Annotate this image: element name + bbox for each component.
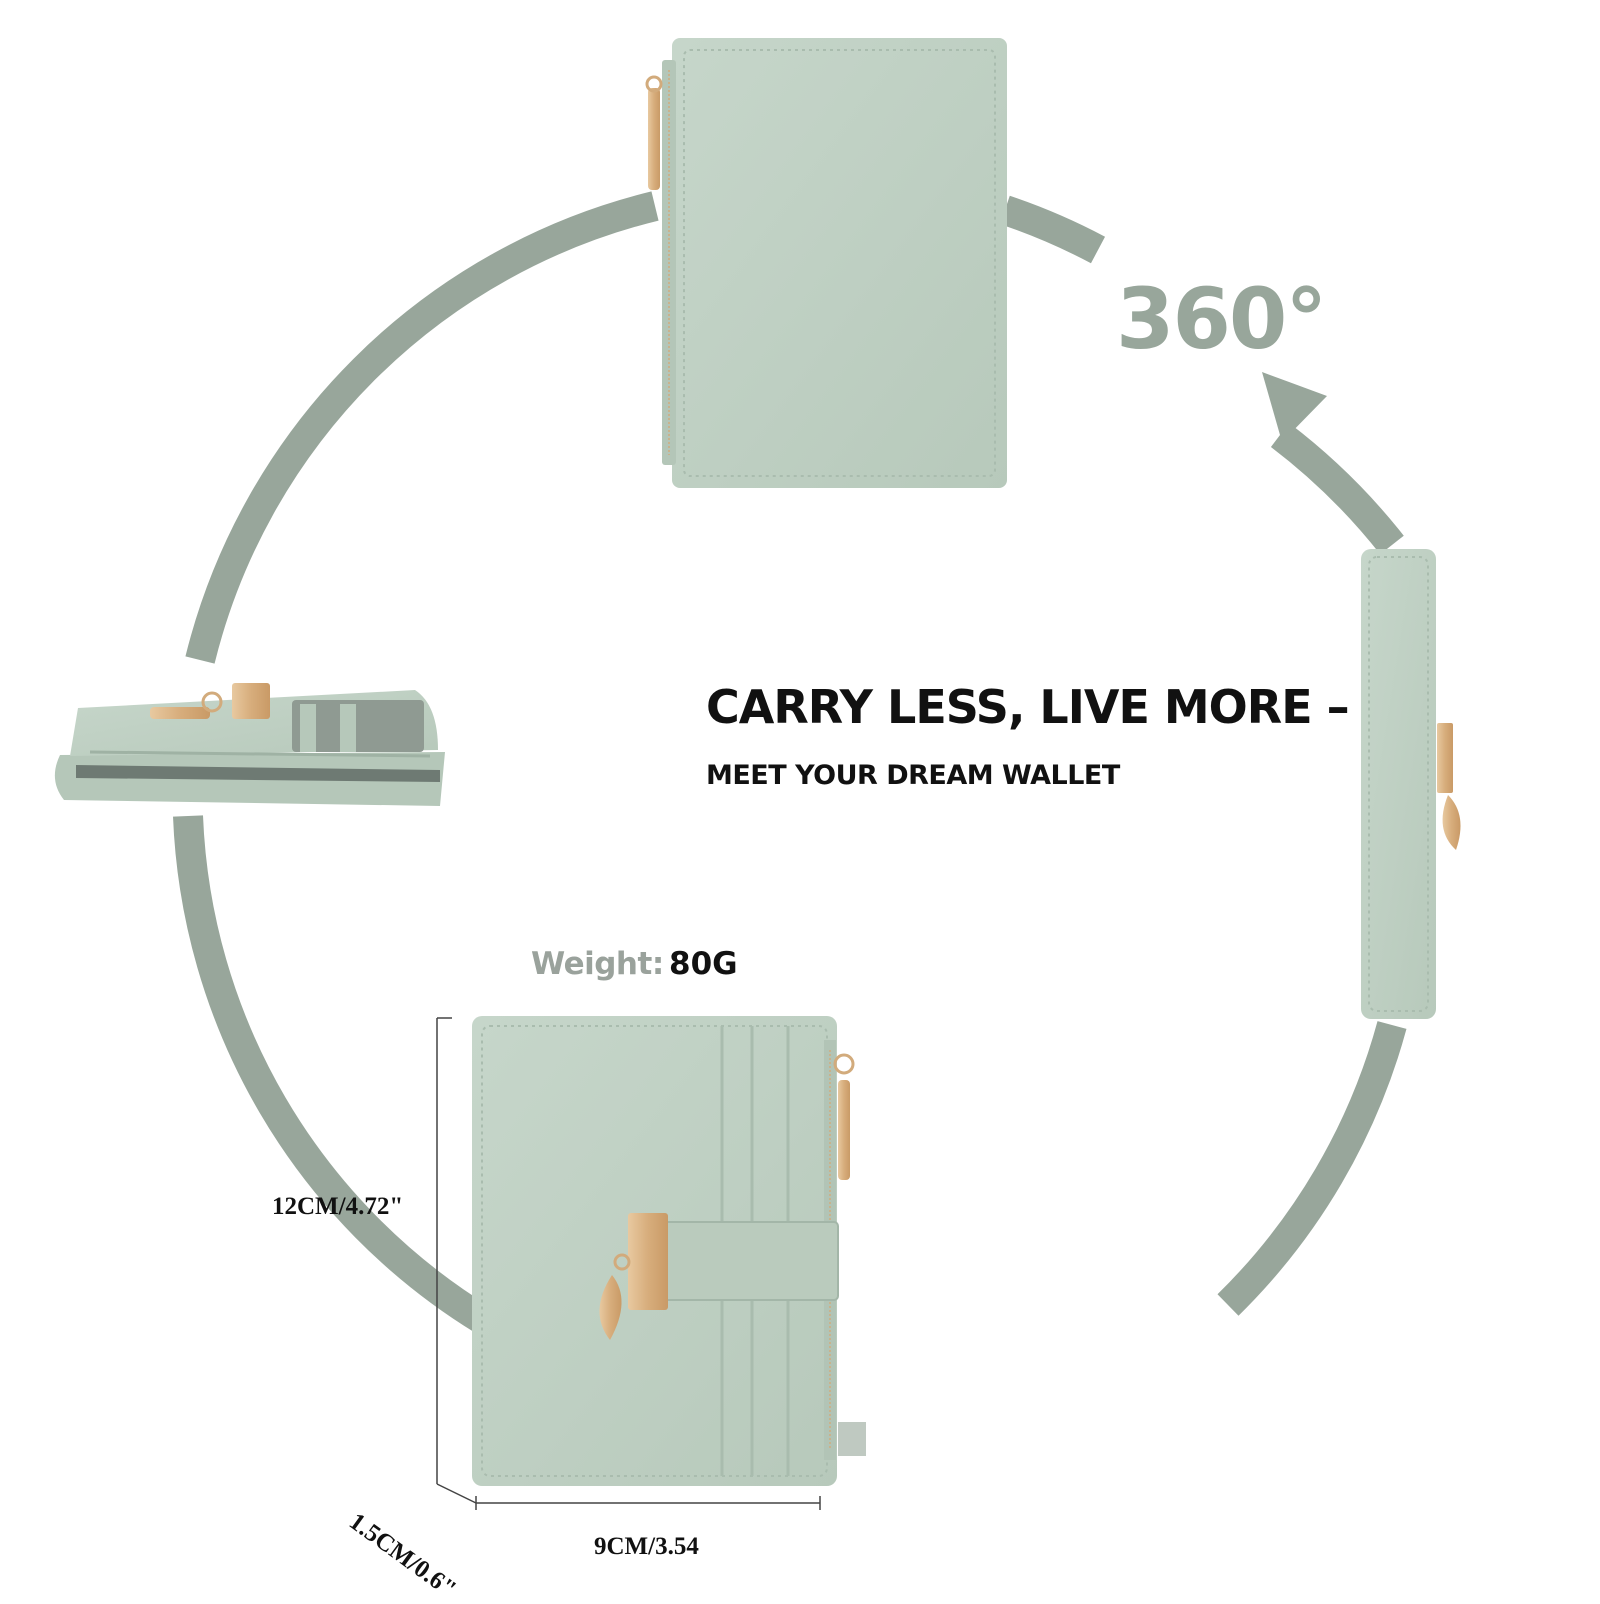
- depth-line: [436, 1483, 477, 1504]
- weight-label: Weight:: [531, 946, 664, 982]
- ring-arc-right: [1270, 423, 1404, 555]
- wallet-back-view: [645, 38, 1007, 488]
- ring-stub: [838, 1422, 866, 1456]
- leaf-charm-front: [599, 1275, 622, 1340]
- subheadline: MEET YOUR DREAM WALLET: [706, 760, 1120, 791]
- strap: [659, 1221, 839, 1301]
- rotation-ring: [173, 191, 1407, 1333]
- leaf-charm: [1442, 795, 1461, 850]
- rotation-label: 360°: [1116, 270, 1327, 368]
- headline: CARRY LESS, LIVE MORE –: [706, 680, 1350, 734]
- width-dimension: 9CM/3.54: [594, 1533, 699, 1560]
- clasp-front: [628, 1213, 668, 1310]
- clasp-edge: [1437, 723, 1453, 793]
- height-dimension: 12CM/4.72": [272, 1193, 404, 1220]
- zipper-pull-front: [838, 1080, 850, 1180]
- rotation-arrow-head: [1262, 372, 1327, 442]
- ring-arc-bottom-right: [1217, 1021, 1407, 1316]
- clasp-tab: [232, 683, 270, 719]
- weight-value: 80G: [669, 946, 738, 982]
- wallet-side-view: [54, 683, 445, 806]
- wallet-edge-view: [1361, 549, 1461, 1019]
- ring-arc-left: [173, 815, 491, 1333]
- dimension-lines: [436, 1017, 821, 1510]
- ring-arc-top-left: [185, 191, 659, 664]
- zipper-pull: [648, 88, 660, 190]
- wallet-front-view: [472, 1016, 855, 1486]
- ring-arc-top-right: [1000, 195, 1106, 264]
